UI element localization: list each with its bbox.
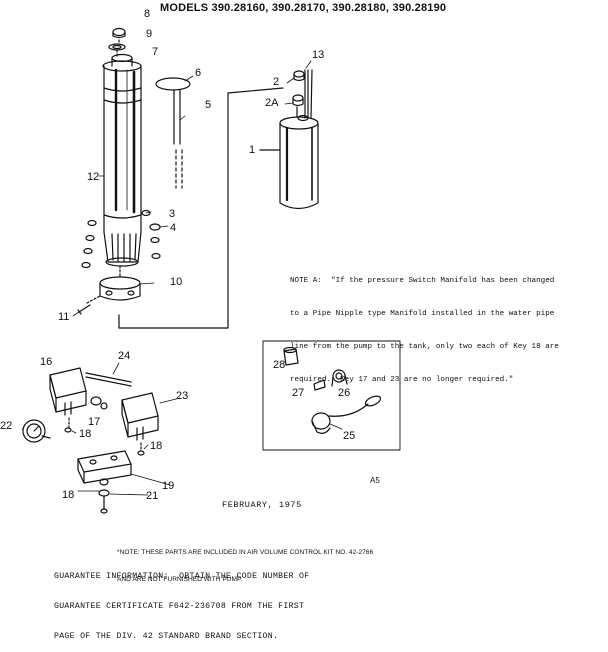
callout-2a: 2A [265, 97, 279, 109]
callout-24: 24 [118, 350, 130, 362]
models-title: MODELS 390.28160, 390.28170, 390.28180, … [160, 2, 447, 14]
callout-28: 28 [273, 359, 285, 371]
callout-25: 25 [343, 430, 355, 442]
callout-9: 9 [146, 28, 152, 40]
callout-11: 11 [58, 311, 69, 323]
pressure-switch-assembly [22, 367, 159, 514]
note-marker: A5 [370, 476, 380, 485]
note-line: required. Key 17 and 23 are no longer re… [290, 376, 514, 384]
tank-assembly [118, 69, 319, 329]
callout-3: 3 [169, 208, 175, 220]
kit-footnote: *NOTE: THESE PARTS ARE INCLUDED IN AIR V… [117, 530, 373, 593]
footnote-line: AND ARE NOT FURNISHED WITH PUMP. [117, 576, 243, 583]
callout-18-c: 18 [62, 489, 74, 501]
callout-26: 26 [338, 387, 350, 399]
guarantee-line: GUARANTEE CERTIFICATE F642-236708 FROM T… [54, 602, 305, 611]
callout-4: 4 [170, 222, 176, 234]
callout-18-b: 18 [150, 440, 162, 452]
note-line: to a Pipe Nipple type Manifold installed… [290, 310, 555, 318]
guarantee-information: GUARANTEE INFORMATION: OBTAIN THE CODE N… [54, 552, 309, 652]
pump-body [77, 27, 161, 315]
note-line: line from the pump to the tank, only two… [290, 343, 559, 351]
callout-27: 27 [292, 387, 304, 399]
handle-assembly [155, 77, 191, 189]
revision-date: FEBRUARY, 1975 [222, 500, 302, 510]
footnote-line: *NOTE: THESE PARTS ARE INCLUDED IN AIR V… [117, 549, 374, 556]
callout-16: 16 [40, 356, 52, 368]
callout-12: 12 [87, 171, 99, 183]
callout-18-a: 18 [79, 428, 91, 440]
callout-19: 19 [162, 480, 174, 492]
parts-diagram: 8 9 7 6 5 12 3 4 10 11 13 2 2A 1 16 24 2… [0, 2, 559, 641]
callout-2: 2 [273, 76, 279, 88]
callout-10: 10 [170, 276, 182, 288]
callout-21: 21 [146, 490, 158, 502]
callout-8: 8 [144, 8, 150, 20]
exploded-view-drawing: 8 9 7 6 5 12 3 4 10 11 13 2 2A 1 16 24 2… [0, 8, 401, 514]
air-volume-control-kit [262, 340, 401, 451]
guarantee-line: GUARANTEE INFORMATION: OBTAIN THE CODE N… [54, 572, 310, 581]
callout-23: 23 [176, 390, 188, 402]
leader-lines [21, 60, 343, 496]
callout-6: 6 [195, 67, 201, 79]
note-line: NOTE A: "If the pressure Switch Manifold… [290, 277, 555, 285]
callout-17: 17 [88, 416, 100, 428]
callout-5: 5 [205, 99, 211, 111]
guarantee-line: PAGE OF THE DIV. 42 STANDARD BRAND SECTI… [54, 632, 279, 641]
callout-13: 13 [312, 49, 324, 61]
callout-22: 22 [0, 420, 12, 432]
callout-7: 7 [152, 46, 158, 58]
callout-labels: 8 9 7 6 5 12 3 4 10 11 13 2 2A 1 16 24 2… [0, 8, 355, 502]
callout-1: 1 [249, 144, 255, 156]
note-a: NOTE A: "If the pressure Switch Manifold… [290, 254, 559, 397]
